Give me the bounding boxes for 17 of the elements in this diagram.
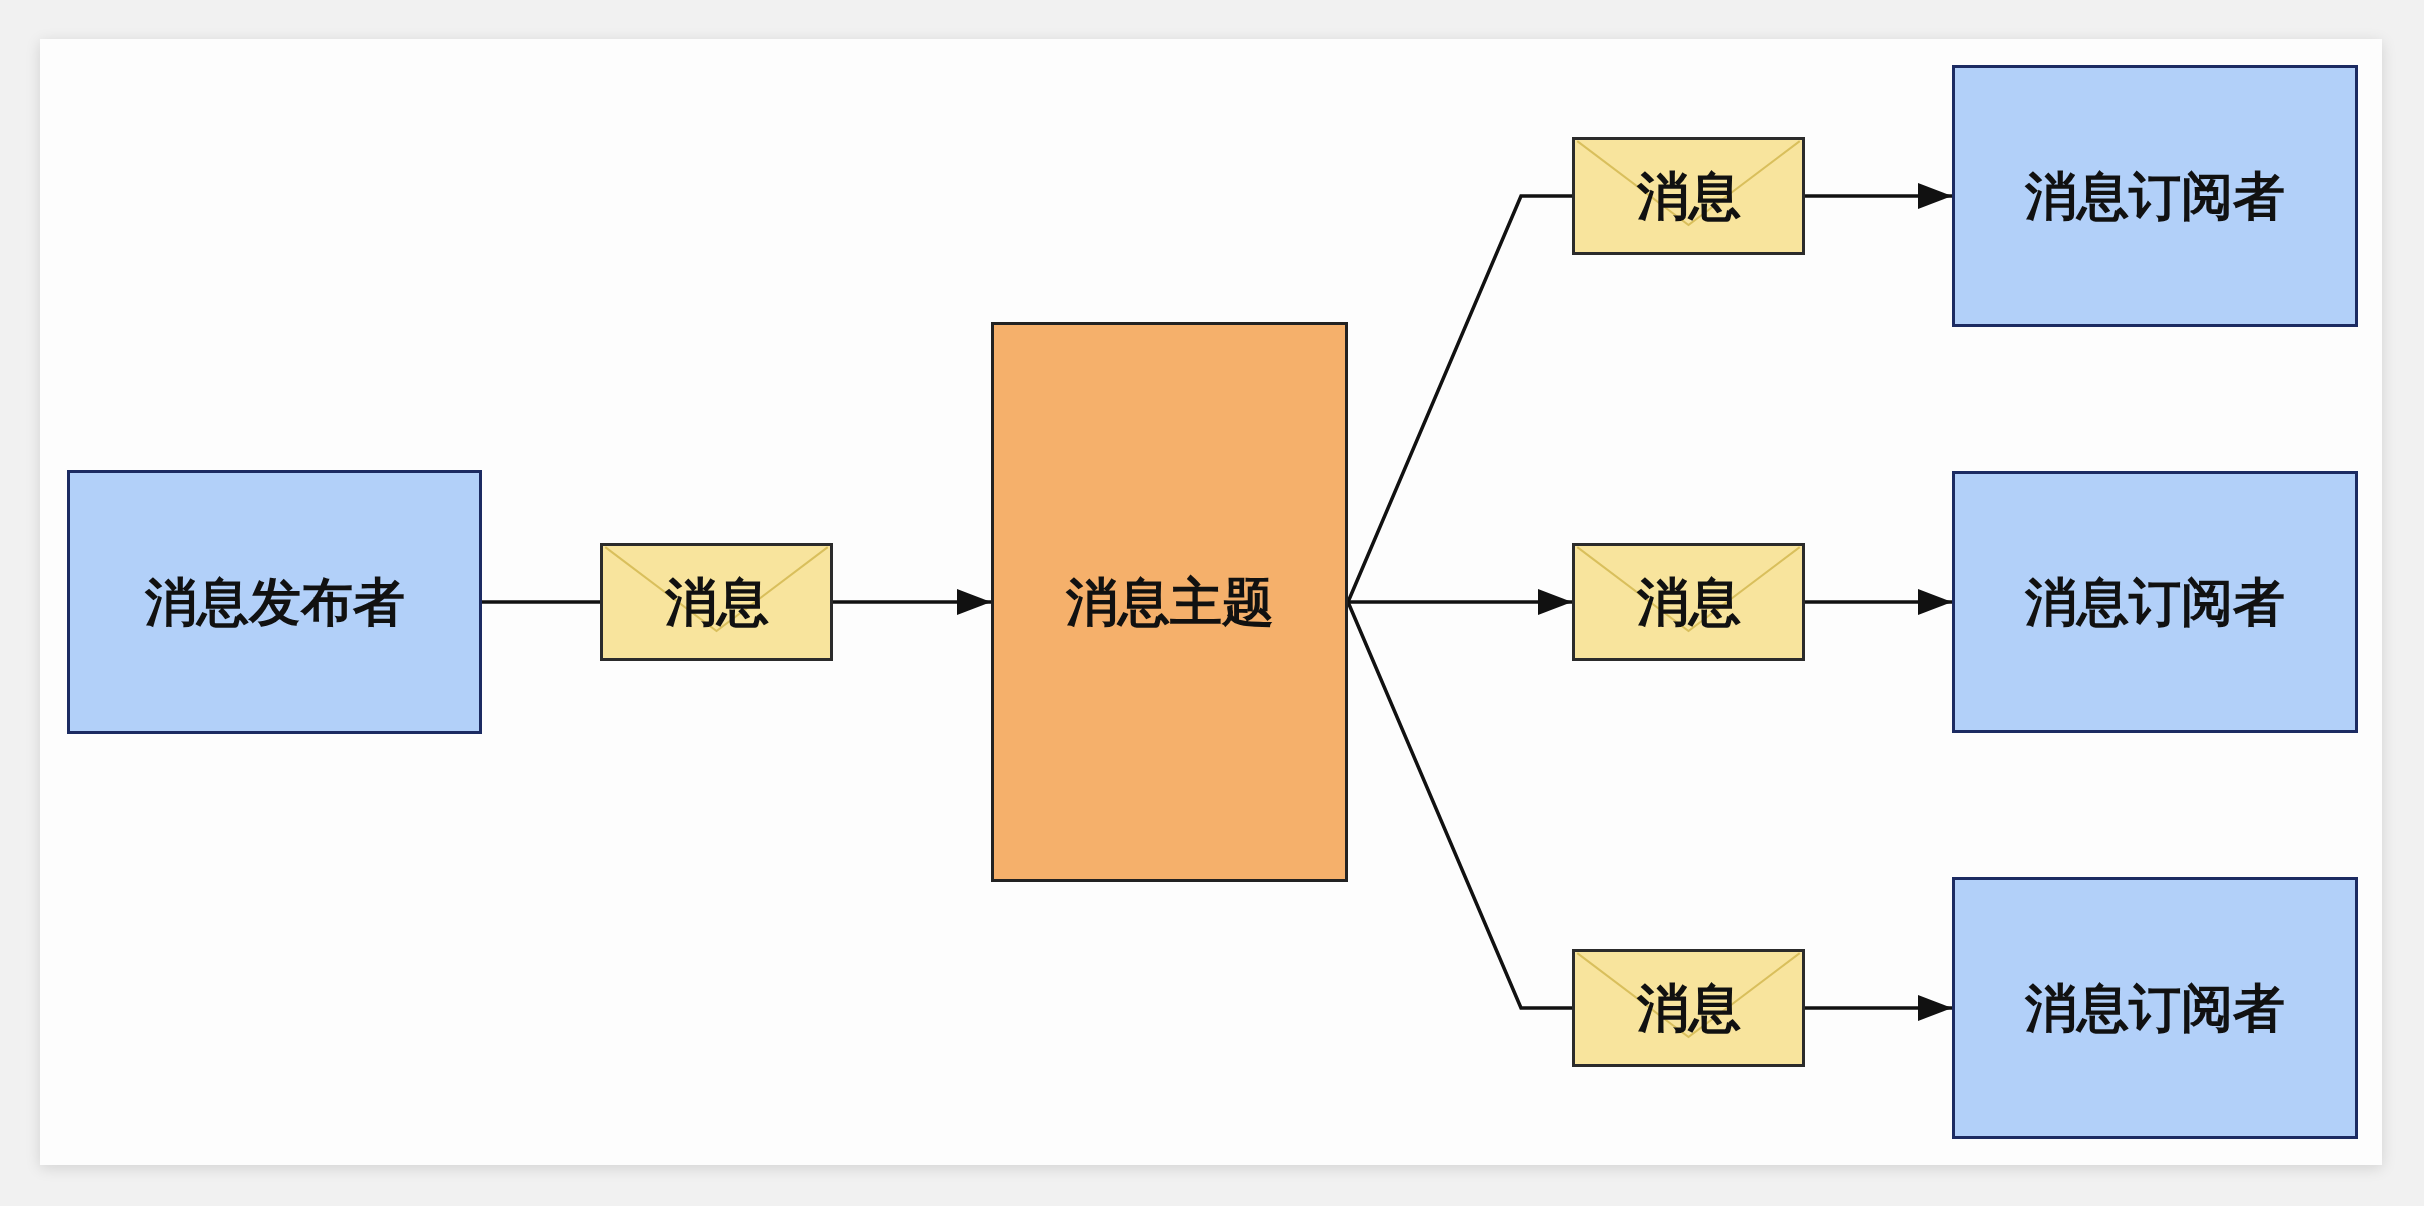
process-box: 消息订阅者 bbox=[1952, 471, 2358, 733]
envelope-box: 消息 bbox=[1572, 949, 1805, 1067]
envelope-box: 消息 bbox=[1572, 543, 1805, 661]
envelope-box: 消息 bbox=[1572, 137, 1805, 255]
arrow bbox=[1805, 995, 1952, 1021]
arrow bbox=[1805, 183, 1952, 209]
arrow bbox=[833, 589, 991, 615]
connector-line bbox=[482, 600, 600, 604]
envelope-box: 消息 bbox=[600, 543, 833, 661]
process-box: 消息发布者 bbox=[67, 470, 482, 734]
arrow bbox=[1805, 589, 1952, 615]
process-box: 消息主题 bbox=[991, 322, 1348, 882]
process-box: 消息订阅者 bbox=[1952, 877, 2358, 1139]
process-box: 消息订阅者 bbox=[1952, 65, 2358, 327]
arrow bbox=[1348, 589, 1572, 615]
connector-line bbox=[1346, 194, 1572, 603]
connector-line bbox=[1346, 601, 1572, 1010]
